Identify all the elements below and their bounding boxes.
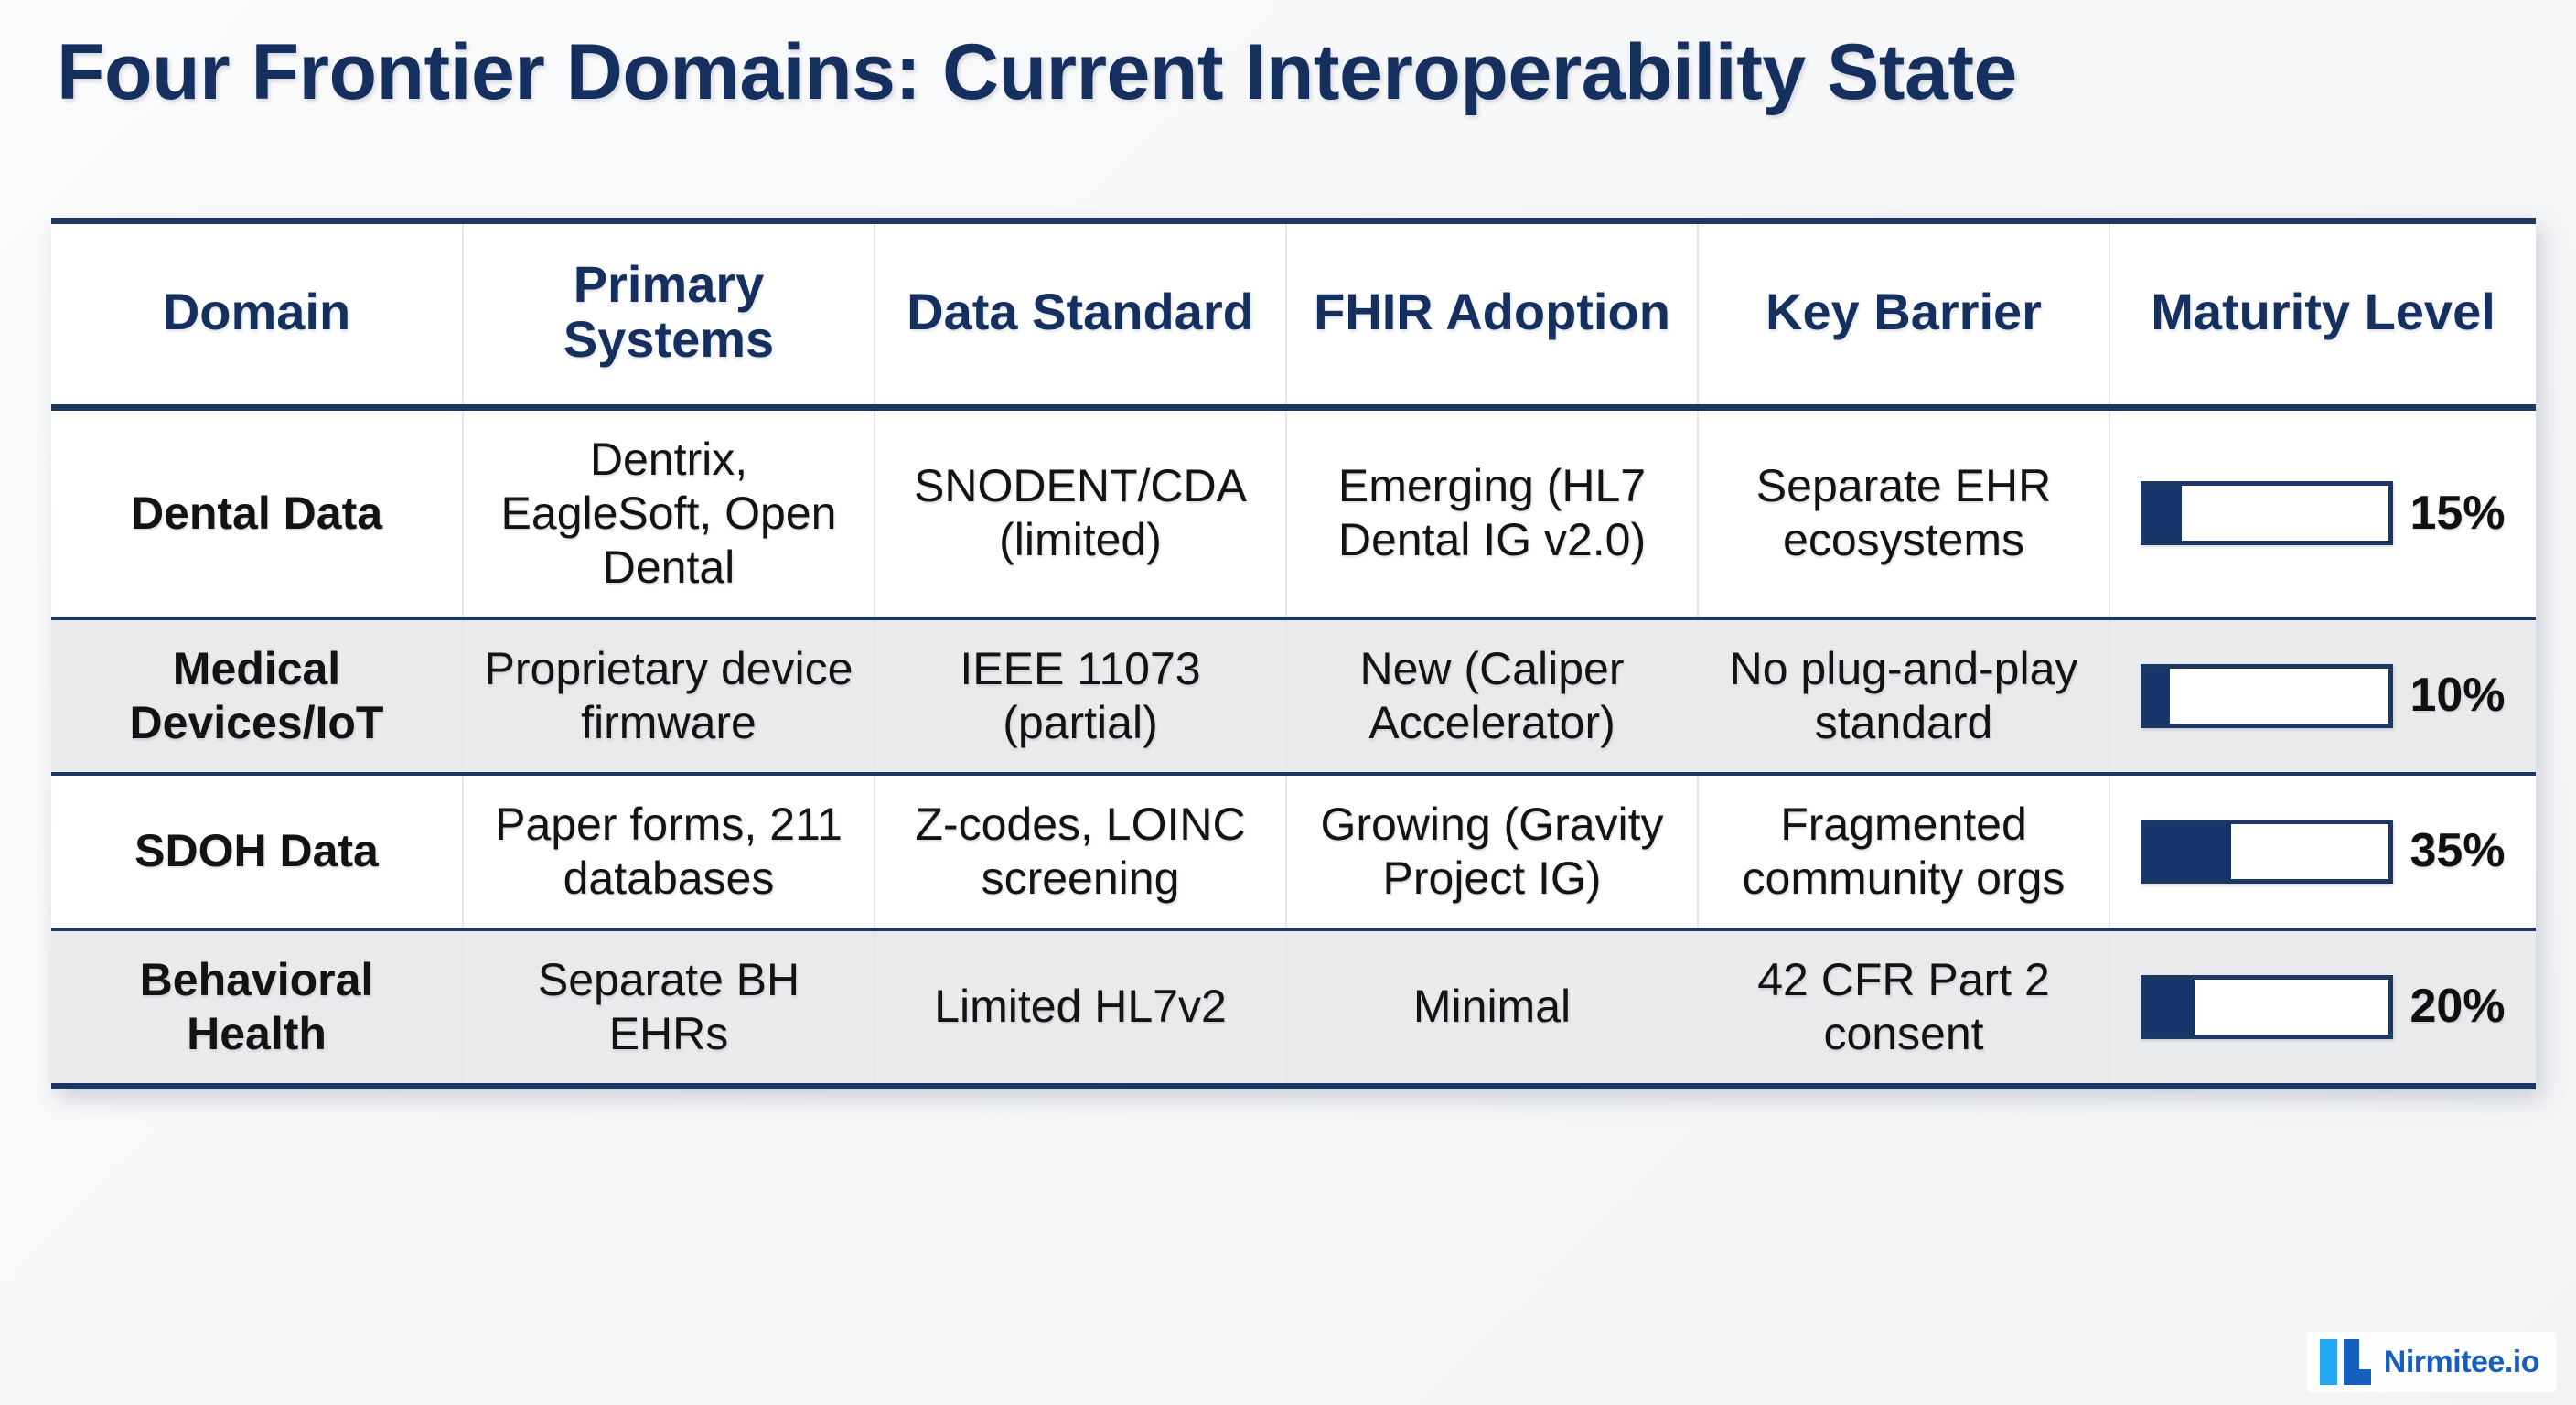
column-header-primary-systems: Primary Systems	[463, 224, 875, 411]
maturity-bar-track	[2141, 663, 2394, 728]
interoperability-table-container: Domain Primary Systems Data Standard FHI…	[51, 218, 2536, 1089]
watermark-logo: Nirmitee.io	[2306, 1332, 2556, 1392]
maturity-percent-label: 15%	[2410, 486, 2506, 540]
cell-primary-systems: Paper forms, 211 databases	[463, 773, 875, 931]
column-header-maturity-level: Maturity Level	[2109, 224, 2536, 411]
cell-data-standard: Z-codes, LOINC screening	[875, 773, 1287, 931]
maturity-bar-fill	[2145, 823, 2231, 879]
cell-fhir-adoption: Growing (Gravity Project IG)	[1286, 773, 1699, 931]
cell-fhir-adoption: Minimal	[1286, 928, 1699, 1083]
cell-domain: Behavioral Health	[51, 928, 464, 1083]
interoperability-table: Domain Primary Systems Data Standard FHI…	[51, 224, 2536, 1083]
column-header-data-standard: Data Standard	[875, 224, 1287, 411]
cell-primary-systems: Separate BH EHRs	[463, 928, 875, 1083]
maturity-meter: 10%	[2125, 663, 2521, 728]
table-body: Dental Data Dentrix, EagleSoft, Open Den…	[51, 407, 2536, 1083]
table-row: Medical Devices/IoT Proprietary device f…	[51, 617, 2536, 776]
cell-primary-systems: Dentrix, EagleSoft, Open Dental	[463, 407, 875, 620]
table-header: Domain Primary Systems Data Standard FHI…	[51, 224, 2536, 411]
cell-key-barrier: Separate EHR ecosystems	[1698, 407, 2110, 620]
maturity-bar-track	[2141, 481, 2394, 546]
cell-maturity-level: 10%	[2109, 617, 2536, 776]
column-header-fhir-adoption: FHIR Adoption	[1286, 224, 1699, 411]
header-row: Domain Primary Systems Data Standard FHI…	[51, 224, 2536, 411]
column-header-domain: Domain	[51, 224, 464, 411]
cell-fhir-adoption: New (Caliper Accelerator)	[1286, 617, 1699, 776]
nirmitee-logo-icon	[2319, 1339, 2371, 1385]
watermark-label: Nirmitee.io	[2383, 1344, 2540, 1379]
maturity-meter: 15%	[2125, 481, 2521, 546]
maturity-percent-label: 10%	[2410, 669, 2506, 723]
table-row: SDOH Data Paper forms, 211 databases Z-c…	[51, 773, 2536, 931]
cell-maturity-level: 15%	[2109, 407, 2536, 620]
maturity-bar-track	[2141, 819, 2394, 884]
cell-maturity-level: 35%	[2109, 773, 2536, 931]
cell-domain: Medical Devices/IoT	[51, 617, 464, 776]
table-row: Behavioral Health Separate BH EHRs Limit…	[51, 928, 2536, 1083]
cell-maturity-level: 20%	[2109, 928, 2536, 1083]
maturity-meter: 35%	[2125, 819, 2521, 884]
cell-key-barrier: No plug-and-play standard	[1698, 617, 2110, 776]
logo-dark-horizontal-bar	[2343, 1369, 2371, 1385]
maturity-bar-fill	[2145, 979, 2195, 1035]
page-title: Four Frontier Domains: Current Interoper…	[57, 28, 2017, 116]
cell-data-standard: SNODENT/CDA (limited)	[875, 407, 1287, 620]
cell-key-barrier: Fragmented community orgs	[1698, 773, 2110, 931]
cell-fhir-adoption: Emerging (HL7 Dental IG v2.0)	[1286, 407, 1699, 620]
maturity-bar-fill	[2145, 486, 2183, 542]
maturity-percent-label: 20%	[2410, 980, 2506, 1034]
maturity-meter: 20%	[2125, 974, 2521, 1039]
cell-key-barrier: 42 CFR Part 2 consent	[1698, 928, 2110, 1083]
maturity-percent-label: 35%	[2410, 824, 2506, 878]
table-row: Dental Data Dentrix, EagleSoft, Open Den…	[51, 407, 2536, 620]
column-header-key-barrier: Key Barrier	[1698, 224, 2110, 411]
maturity-bar-track	[2141, 974, 2394, 1039]
cell-primary-systems: Proprietary device firmware	[463, 617, 875, 776]
cell-domain: SDOH Data	[51, 773, 464, 931]
maturity-bar-fill	[2145, 668, 2171, 724]
cell-data-standard: Limited HL7v2	[875, 928, 1287, 1083]
cell-data-standard: IEEE 11073 (partial)	[875, 617, 1287, 776]
cell-domain: Dental Data	[51, 407, 464, 620]
logo-light-bar	[2319, 1339, 2337, 1385]
